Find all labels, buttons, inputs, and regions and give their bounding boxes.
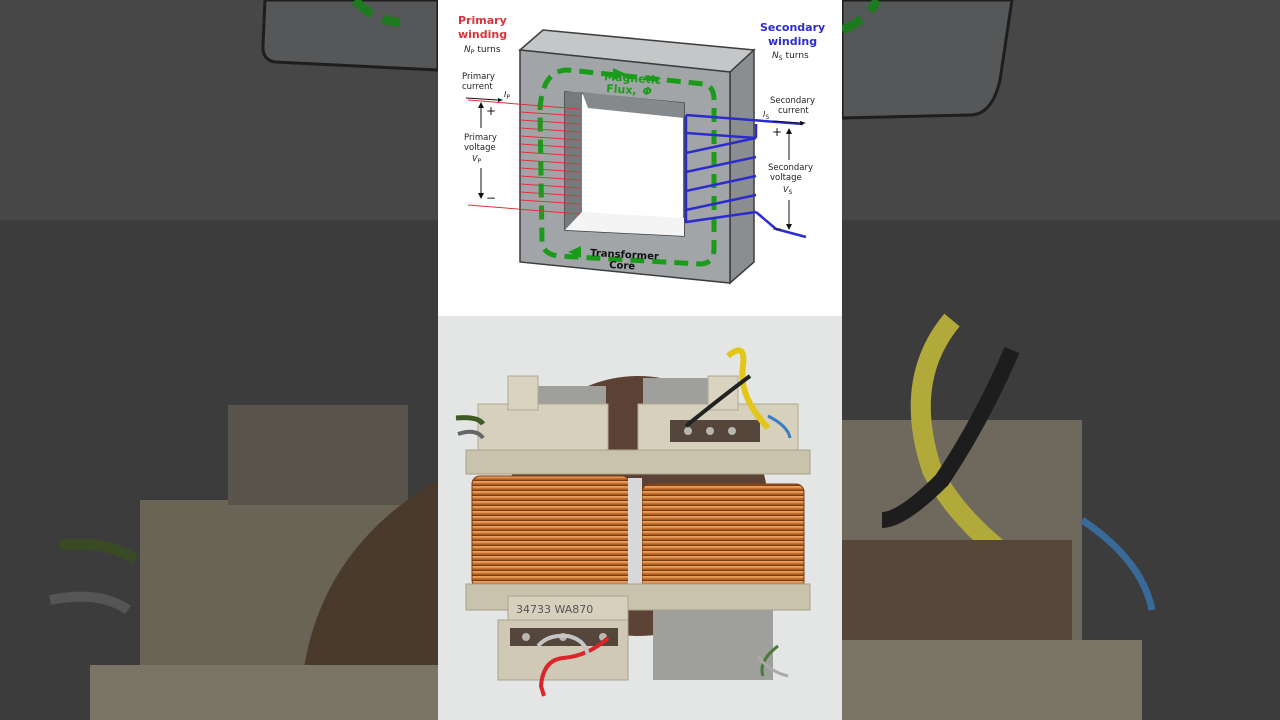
svg-text:VS: VS	[783, 185, 792, 196]
svg-text:voltage: voltage	[464, 143, 496, 153]
magnetic-flux-label: Magnetic	[604, 70, 662, 87]
svg-text:VP: VP	[472, 154, 481, 165]
secondary-coil	[641, 483, 805, 591]
black-wire	[684, 374, 752, 428]
secondary-voltage-label: Secondary	[768, 163, 813, 173]
secondary-winding-title: Secondary	[760, 21, 825, 34]
blue-wire	[767, 414, 792, 439]
terminal-strip-top	[670, 420, 760, 442]
secondary-winding	[684, 113, 807, 239]
flux-arrow-bottom	[568, 246, 581, 258]
blurred-background-right	[842, 0, 1280, 720]
svg-text:current: current	[462, 82, 493, 92]
secondary-minus: −	[772, 222, 782, 236]
transformer-core-label: Transformer	[590, 248, 659, 263]
part-number-label: 34733 WA870	[516, 603, 593, 616]
svg-text:winding: winding	[458, 28, 507, 41]
svg-text:IS: IS	[763, 110, 769, 121]
primary-winding-title: Primary	[458, 14, 507, 27]
primary-minus: −	[486, 191, 496, 205]
transformer-photo: 34733 WA870	[438, 316, 842, 720]
core-side-face	[729, 48, 755, 285]
primary-voltage-label: Primary	[464, 133, 497, 143]
svg-text:IP: IP	[504, 90, 510, 101]
secondary-current-label: Secondary	[770, 96, 815, 106]
secondary-plus: +	[772, 125, 782, 139]
primary-coil	[471, 475, 631, 589]
primary-plus: +	[486, 104, 496, 118]
magnetic-flux-path	[537, 67, 717, 267]
svg-text:current: current	[778, 106, 809, 116]
primary-current-label: Primary	[462, 72, 495, 82]
flux-arrow-top	[613, 68, 626, 80]
svg-text:voltage: voltage	[770, 173, 802, 183]
svg-text:Flux,Φ: Flux,Φ	[606, 82, 653, 98]
blurred-background-left	[0, 0, 438, 720]
yellow-wire	[726, 347, 771, 431]
red-wire	[538, 636, 610, 697]
grey-wire	[536, 633, 590, 657]
core-window-shadow	[565, 92, 582, 230]
green-wire	[455, 415, 486, 426]
primary-winding	[467, 99, 581, 215]
svg-text:Core: Core	[609, 260, 636, 272]
svg-text:winding: winding	[768, 35, 817, 48]
